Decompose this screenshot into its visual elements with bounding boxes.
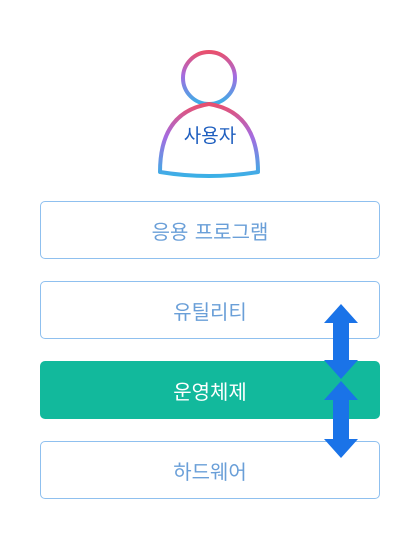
layer-hardware-label: 하드웨어 <box>173 459 247 484</box>
user-icon <box>158 50 260 178</box>
layer-application-label: 응용 프로그램 <box>151 219 269 244</box>
user-head <box>181 50 237 106</box>
layer-utility-label: 유틸리티 <box>173 299 247 324</box>
user-label: 사용자 <box>183 125 237 147</box>
layer-operating-system-label: 운영체제 <box>173 379 247 404</box>
user-body <box>158 102 260 178</box>
layer-operating-system: 운영체제 <box>40 361 380 419</box>
layer-utility: 유틸리티 <box>40 281 380 339</box>
layer-hardware: 하드웨어 <box>40 441 380 499</box>
layer-application: 응용 프로그램 <box>40 201 380 259</box>
